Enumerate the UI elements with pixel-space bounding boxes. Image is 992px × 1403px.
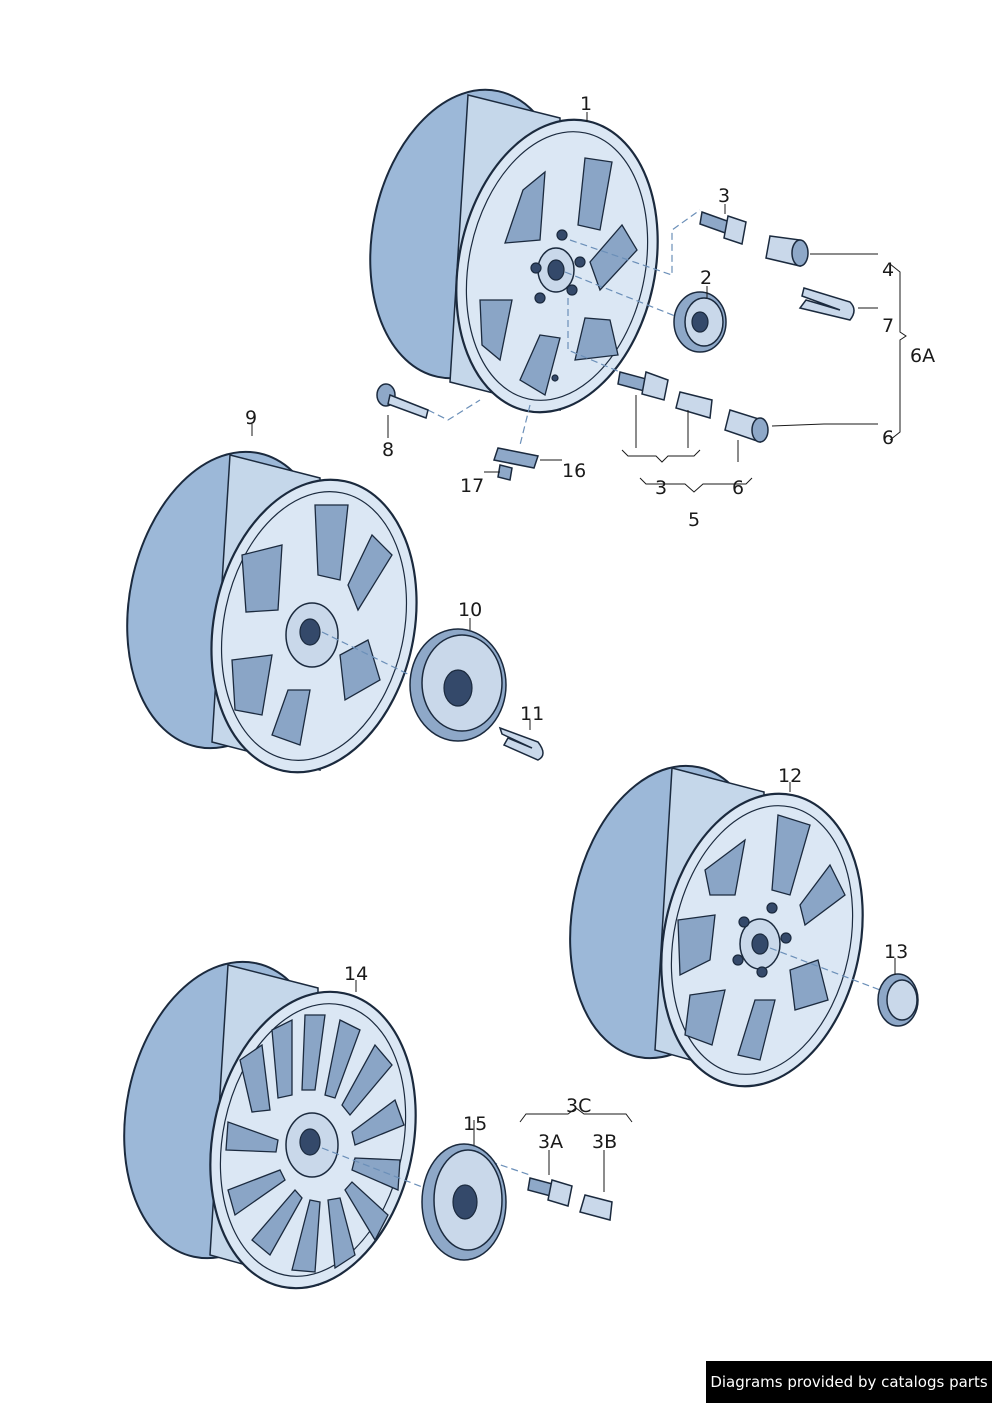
centre-cap-10-icon <box>409 628 507 742</box>
callout-17: 17 <box>460 475 484 497</box>
callout-3A: 3A <box>538 1131 563 1153</box>
callout-10: 10 <box>458 599 482 621</box>
centre-cap-13-icon <box>877 973 919 1027</box>
callout-3C: 3C <box>566 1095 591 1117</box>
axis-line-lock <box>567 298 621 373</box>
callout-16: 16 <box>562 460 586 482</box>
wheel-12 <box>569 764 864 1088</box>
callout-3: 3 <box>718 185 730 207</box>
callout-15: 15 <box>463 1113 487 1135</box>
axis-line-15 <box>479 1157 531 1176</box>
callout-14: 14 <box>344 963 368 985</box>
puller-clip-11-icon <box>498 726 544 761</box>
lock-adapter-icon <box>675 391 713 419</box>
callout-8: 8 <box>382 439 394 461</box>
bolt-cap-icon <box>765 235 809 267</box>
callout-2: 2 <box>700 267 712 289</box>
puller-clip-icon <box>798 287 855 321</box>
callout-4: 4 <box>882 259 894 281</box>
callout-6A: 6A <box>910 345 935 367</box>
centre-cap-15-icon <box>421 1143 507 1261</box>
leader-lines <box>251 112 907 1192</box>
axis-line-bolt <box>569 209 701 276</box>
wheel-9 <box>126 450 418 774</box>
centre-cap-icon <box>673 291 727 353</box>
wheel-bolt-icon <box>699 210 747 245</box>
wheel-14 <box>123 960 417 1290</box>
axis-line-9 <box>321 631 421 681</box>
multi-spoke-pattern <box>225 1014 405 1273</box>
tyre-valve-icon <box>376 383 429 419</box>
wheel-1 <box>369 88 659 414</box>
axis-line-cap <box>564 271 681 319</box>
axis-line-12 <box>769 947 881 991</box>
callout-9: 9 <box>245 407 257 429</box>
axis-line-14 <box>321 1147 431 1191</box>
callout-12: 12 <box>778 765 802 787</box>
callout-3B: 3B <box>592 1131 617 1153</box>
callout-1: 1 <box>580 93 592 115</box>
callout-13: 13 <box>884 941 908 963</box>
callout-3-lock: 3 <box>655 477 667 499</box>
callout-6: 6 <box>882 427 894 449</box>
axis-line-valve <box>427 399 481 421</box>
axis-line-sensor <box>519 404 531 446</box>
callout-7: 7 <box>882 315 894 337</box>
callout-5: 5 <box>688 509 700 531</box>
callout-11: 11 <box>520 703 544 725</box>
lock-cap-icon <box>724 409 769 444</box>
lock-adapter-3B-icon <box>579 1194 613 1221</box>
lock-bolt-3A-icon <box>527 1177 573 1207</box>
lock-bolt-icon <box>617 370 669 401</box>
pressure-sensor-icon <box>493 447 539 481</box>
callout-6-lock: 6 <box>732 477 744 499</box>
footer-credit: Diagrams provided by catalogs parts <box>706 1361 992 1403</box>
